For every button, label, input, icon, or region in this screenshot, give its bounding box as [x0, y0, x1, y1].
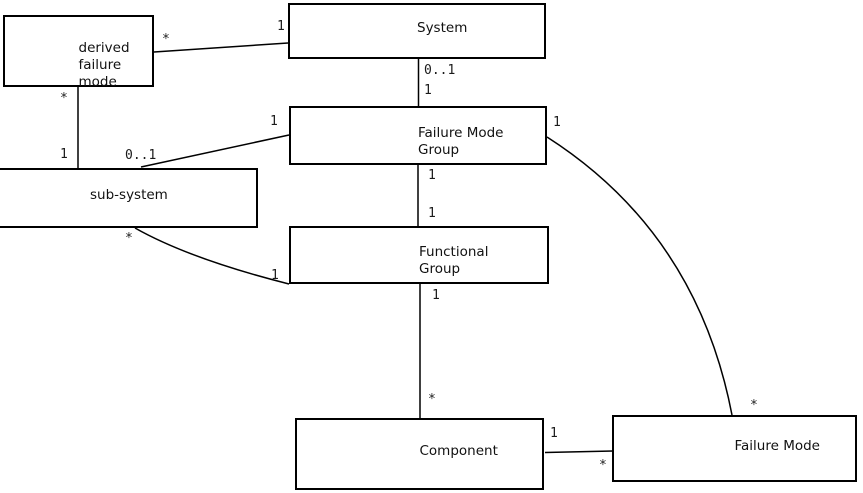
edge-sub-system-failure-mode-group [140, 134, 290, 168]
edge-sub-system-functional-group [134, 227, 290, 285]
multiplicity-fm-side-of-component-edge: * [599, 458, 607, 473]
node-label-failure-mode: Failure Mode [734, 437, 821, 454]
node-component: Component [295, 418, 544, 490]
multiplicity-fmg-side-of-subsystem-edge: 1 [270, 114, 278, 129]
multiplicity-fmg-side-of-system-edge: 1 [424, 83, 432, 98]
multiplicity-subsystem-side-of-fg-edge: * [125, 231, 133, 246]
multiplicity-dfm-side-of-system-edge: * [162, 32, 170, 47]
node-failure-mode: Failure Mode [612, 415, 857, 482]
node-failure-mode-group: Failure Mode Group [289, 106, 547, 165]
node-functional-group: Functional Group [289, 226, 549, 284]
multiplicity-failuremode-side-of-fmg-edge: * [750, 398, 758, 413]
multiplicity-fmg-side-of-failuremode-edge: 1 [553, 115, 561, 130]
multiplicity-subsystem-side-of-fmg-edge: 0..1 [125, 148, 157, 163]
edge-component-failure-mode [544, 450, 614, 454]
edge-failure-mode-group-failure-mode [546, 136, 733, 416]
multiplicity-system-side-of-fmg-edge: 0..1 [424, 63, 456, 78]
multiplicity-fmg-side-of-fg-edge: 1 [428, 168, 436, 183]
node-label-functional-group: Functional Group [419, 244, 489, 277]
multiplicity-component-side-of-fm-edge: 1 [550, 426, 558, 441]
node-system: System [288, 3, 546, 59]
node-label-failure-mode-group: Failure Mode Group [418, 124, 504, 158]
multiplicity-fg-side-of-subsystem-edge: 1 [271, 268, 279, 283]
node-label-sub-system: sub-system [90, 187, 168, 203]
multiplicity-dfm-side-of-subsystem-edge: * [60, 91, 68, 106]
multiplicity-fg-side-of-fmg-edge: 1 [428, 206, 436, 221]
node-label-system: System [417, 20, 468, 36]
node-label-derived-failure-mode: derived failure mode [78, 40, 130, 90]
node-label-component: Component [419, 443, 498, 459]
multiplicity-subsystem-side-of-dfm-edge: 1 [60, 147, 68, 162]
edge-derived-failure-mode-system [153, 42, 289, 53]
multiplicity-component-side-of-fg-edge: * [428, 392, 436, 407]
multiplicity-system-side-of-dfm-edge: 1 [277, 19, 285, 34]
multiplicity-fg-side-of-component-edge: 1 [432, 288, 440, 303]
node-sub-system: sub-system [0, 168, 258, 228]
node-derived-failure-mode: derived failure mode [3, 15, 154, 90]
